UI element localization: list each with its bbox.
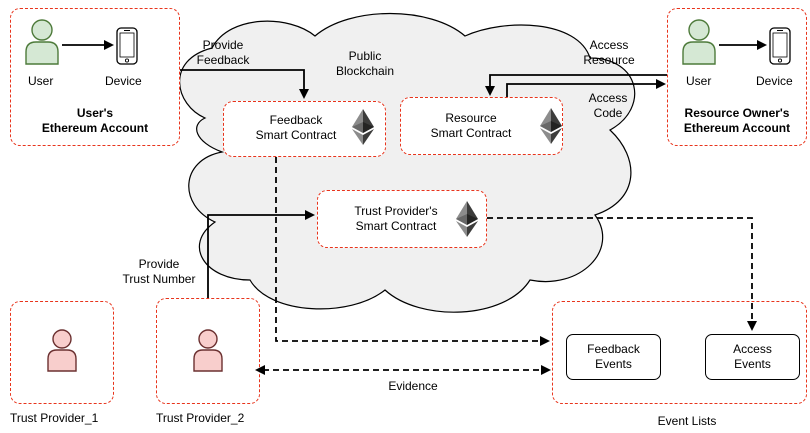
user-account-title: User's Ethereum Account <box>41 106 149 135</box>
provide-feedback-label: Provide Feedback <box>196 38 250 67</box>
access-events-box: Access Events <box>705 334 800 380</box>
owner-account-title: Resource Owner's Ethereum Account <box>683 106 791 135</box>
user-icon <box>25 19 59 65</box>
cloud-label: Public Blockchain <box>335 49 395 78</box>
trust-provider-1-label: Trust Provider_1 <box>10 411 99 425</box>
owner-device-label: Device <box>756 74 793 88</box>
evidence-label: Evidence <box>388 379 438 393</box>
feedback-contract-label: Feedback Smart Contract <box>255 113 337 142</box>
device-label: Device <box>105 74 142 88</box>
device-icon <box>116 27 138 65</box>
owner-device-icon <box>769 27 791 65</box>
owner-user-label: User <box>686 74 712 88</box>
owner-user-icon <box>682 19 716 65</box>
user-icon <box>193 329 223 372</box>
ethereum-icon <box>352 109 374 145</box>
access-code-label: Access Code <box>588 91 628 120</box>
resource-smart-contract <box>400 97 563 155</box>
provide-trust-number-label: Provide Trust Number <box>122 257 196 286</box>
ethereum-icon <box>456 201 478 237</box>
resource-contract-label: Resource Smart Contract <box>430 111 512 140</box>
trust-contract-label: Trust Provider's Smart Contract <box>354 204 438 233</box>
event-lists-title: Event Lists <box>657 414 717 428</box>
user-icon <box>47 329 77 372</box>
ethereum-icon <box>540 108 562 144</box>
trust-provider-2-label: Trust Provider_2 <box>156 411 245 425</box>
feedback-events-box: Feedback Events <box>566 334 661 380</box>
access-resource-label: Access Resource <box>583 38 635 67</box>
user-label: User <box>28 74 54 88</box>
